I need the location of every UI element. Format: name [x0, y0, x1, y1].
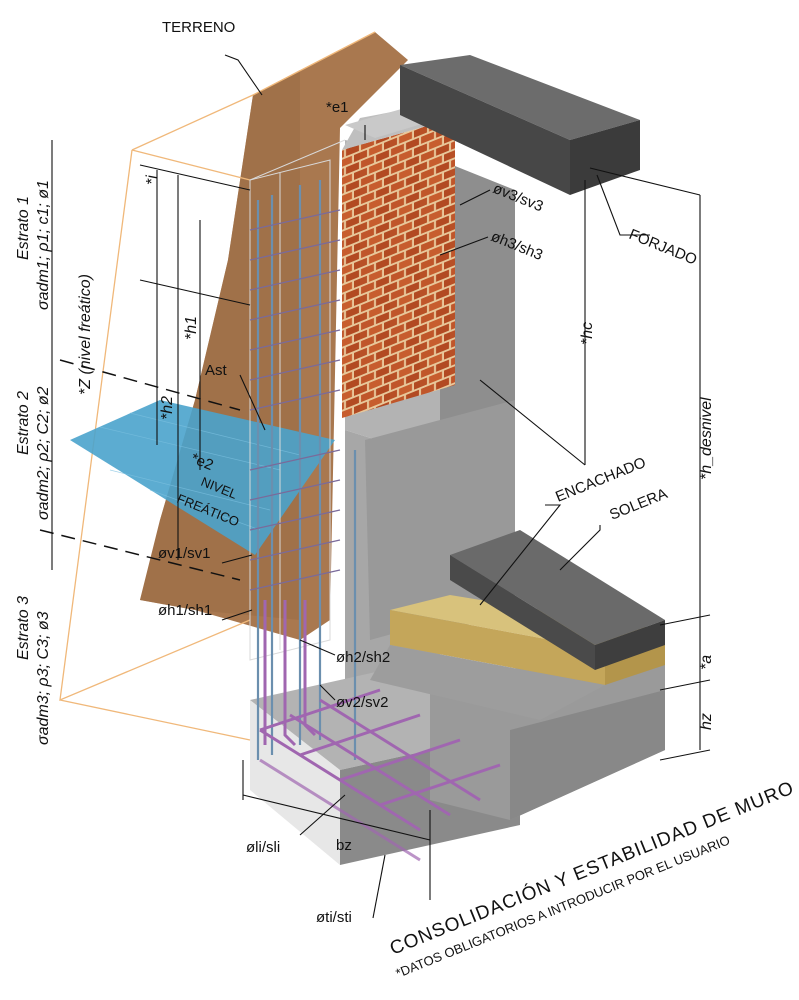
solera-right	[595, 620, 665, 670]
label-estrato-3: Estrato 3	[15, 596, 32, 660]
label-solera: SOLERA	[607, 485, 670, 524]
label-h1: *h1	[183, 316, 200, 340]
solera-front	[450, 555, 595, 670]
label-ov1: øv1/sv1	[158, 545, 211, 562]
label-e1: *e1	[326, 99, 349, 116]
label-ast: Ast	[205, 362, 228, 379]
footing-rebar	[259, 600, 501, 862]
diagram-subtitle: *DATOS OBLIGATORIOS A INTRODUCIR POR EL …	[394, 832, 733, 980]
rebar-horizontal	[249, 209, 341, 591]
label-a: *a	[698, 655, 715, 670]
ghost-outline	[59, 31, 376, 741]
water-plane	[70, 400, 335, 555]
strata-dashes	[39, 359, 241, 581]
label-bz: bz	[336, 837, 352, 854]
water-grid	[99, 412, 301, 531]
base-block-front	[510, 690, 665, 820]
solera-top	[450, 530, 665, 645]
encachado-front	[390, 610, 605, 685]
label-hz: hz	[698, 713, 715, 730]
brick-facing	[342, 118, 455, 418]
label-ov2: øv2/sv2	[336, 694, 389, 711]
soil-shadow	[140, 70, 300, 620]
label-forjado: FORJADO	[627, 226, 700, 269]
label-i: *i	[144, 175, 161, 185]
label-z: *Z (nivel freático)	[77, 274, 94, 395]
label-h2: *h2	[159, 396, 176, 420]
label-estrato-3-params: σadm3; ρ3; C3; ø3	[35, 611, 52, 745]
label-estrato-2-params: σadm2; ρ2; C2; ø2	[35, 386, 52, 520]
label-oti: øti/sti	[316, 909, 352, 926]
label-oh2: øh2/sh2	[336, 649, 390, 666]
label-estrato-1-params: σadm1; ρ1; c1; ø1	[35, 180, 52, 310]
encachado-lower	[370, 645, 605, 720]
label-h-desnivel: *h_desnivel	[698, 397, 715, 480]
label-estrato-1: Estrato 1	[15, 196, 32, 260]
label-oh1: øh1/sh1	[158, 602, 212, 619]
label-estrato-2: Estrato 2	[15, 391, 32, 455]
leaders	[221, 54, 650, 919]
dimensions	[51, 125, 711, 900]
forjado-front	[400, 65, 570, 195]
forjado-top	[400, 55, 640, 140]
label-oli: øli/sli	[246, 839, 280, 856]
label-terreno: TERRENO	[162, 19, 235, 36]
label-hc: *hc	[579, 322, 596, 345]
